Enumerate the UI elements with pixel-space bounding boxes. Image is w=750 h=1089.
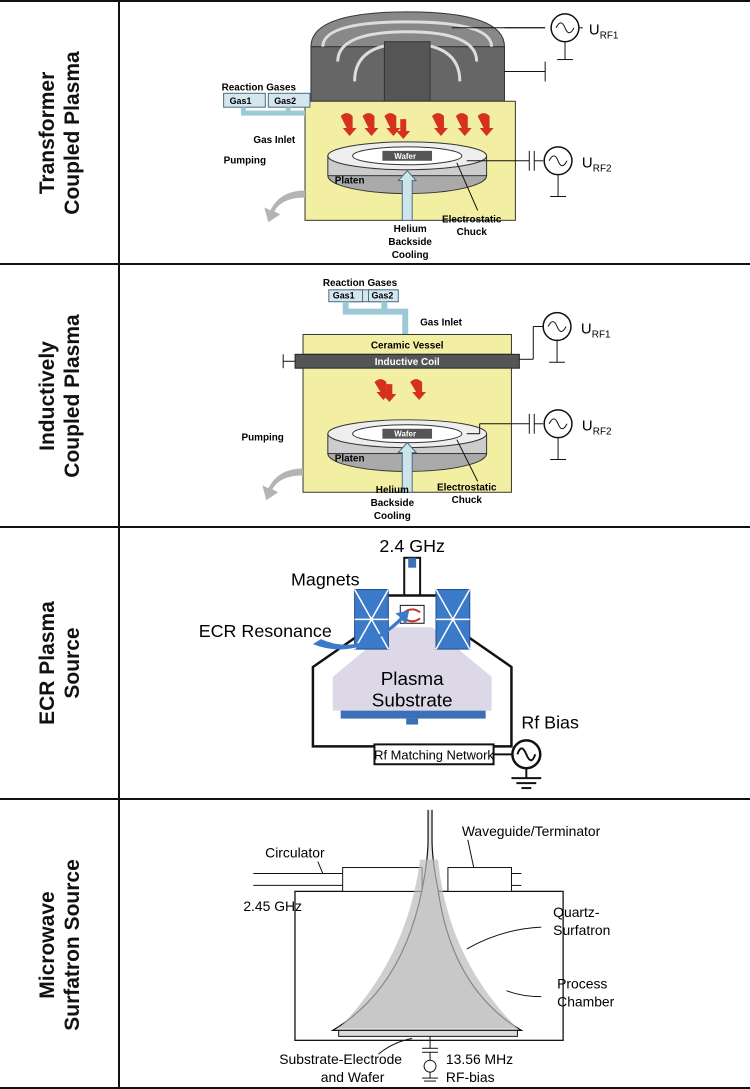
row-transformer-coupled-plasma: Transformer Coupled Plasma (0, 0, 750, 263)
urf1-label: U (581, 321, 592, 337)
ceramic-vessel-label: Ceramic Vessel (371, 340, 444, 351)
reaction-gases-label: Reaction Gases (222, 82, 297, 93)
ecr-diagram: 2.4 GHz Magnets ECR Resonance Plasma Sub… (122, 528, 750, 798)
rf-label-2: RF-bias (446, 1069, 495, 1085)
helium-label-1: Helium (376, 485, 409, 496)
helium-label-1: Helium (394, 224, 427, 235)
gas1-label: Gas1 (333, 291, 355, 301)
row-label-cell: Transformer Coupled Plasma (0, 2, 120, 263)
chuck-label-2: Chuck (452, 495, 483, 506)
urf1-sub: RF1 (600, 31, 619, 42)
urf1-sub: RF1 (592, 329, 611, 340)
surfatron-diagram: Circulator Waveguide/Terminator 2.45 GHz… (122, 800, 750, 1089)
quartz-label-1: Quartz- (553, 904, 600, 920)
icp-diagram-svg: Reaction Gases Gas1 Gas2 Gas Inlet Ceram… (122, 265, 750, 526)
quartz-label-2: Surfatron (553, 922, 610, 938)
urf2-label: U (582, 419, 593, 435)
gas1-label: Gas1 (230, 96, 252, 106)
wafer-label: Wafer (394, 430, 416, 439)
ecr-resonance-label: ECR Resonance (199, 621, 332, 641)
ecr-diagram-svg: 2.4 GHz Magnets ECR Resonance Plasma Sub… (122, 528, 750, 798)
row-label-line2: Coupled Plasma (60, 314, 85, 477)
magnets-label: Magnets (291, 570, 360, 590)
row-label-cell: Microwave Surfatron Source (0, 800, 120, 1089)
row-ecr-plasma-source: ECR Plasma Source (0, 526, 750, 798)
freq-label: 2.4 GHz (379, 536, 445, 556)
row-label-line2: Surfatron Source (60, 859, 85, 1031)
row-label-line2: Coupled Plasma (60, 51, 85, 214)
pumping-label: Pumping (241, 433, 283, 444)
gas-inlet-label: Gas Inlet (420, 318, 463, 329)
urf1-label: U (589, 23, 600, 39)
helium-label-2: Backside (371, 498, 415, 509)
rf-bias-label: Rf Bias (521, 713, 579, 733)
chuck-label-1: Electrostatic (437, 482, 497, 493)
urf2-sub: RF2 (593, 164, 612, 175)
inductive-coil-label: Inductive Coil (375, 357, 440, 368)
gas2-label: Gas2 (274, 96, 296, 106)
reaction-gases-label: Reaction Gases (323, 278, 398, 289)
urf2-sub: RF2 (593, 427, 612, 438)
helium-label-2: Backside (388, 237, 432, 248)
row-label: Transformer Coupled Plasma (35, 51, 85, 214)
row-label-line1: Microwave (35, 859, 60, 1031)
row-label-cell: ECR Plasma Source (0, 528, 120, 798)
substrate-label-1: Substrate-Electrode (279, 1051, 402, 1067)
tcp-diagram-svg: U RF1 U RF2 Reaction Gases Gas1 Gas2 Gas… (122, 2, 750, 263)
gas2-label: Gas2 (371, 291, 393, 301)
row-microwave-surfatron-source: Microwave Surfatron Source (0, 798, 750, 1089)
circulator-label: Circulator (265, 845, 325, 861)
wafer-label: Wafer (394, 152, 416, 161)
platen-label: Platen (335, 176, 365, 187)
row-label-line1: ECR Plasma (35, 601, 60, 725)
chuck-label-1: Electrostatic (442, 214, 502, 225)
substrate-label-2: and Wafer (321, 1069, 385, 1085)
platen-label: Platen (335, 453, 365, 464)
process-label-2: Chamber (557, 994, 615, 1010)
row-label-line2: Source (60, 601, 85, 725)
helium-label-3: Cooling (392, 250, 429, 261)
row-label: Microwave Surfatron Source (35, 859, 85, 1031)
rf-label-1: 13.56 MHz (446, 1051, 513, 1067)
plasma-label: Plasma (381, 668, 444, 689)
tcp-diagram: U RF1 U RF2 Reaction Gases Gas1 Gas2 Gas… (122, 2, 750, 263)
urf2-label: U (582, 156, 593, 172)
row-label: Inductively Coupled Plasma (35, 314, 85, 477)
process-label-1: Process (557, 976, 607, 992)
substrate-label: Substrate (372, 690, 453, 711)
helium-label-3: Cooling (374, 511, 411, 522)
freq-label: 2.45 GHz (243, 898, 302, 914)
row-label-line1: Transformer (35, 51, 60, 214)
row-label-line1: Inductively (35, 314, 60, 477)
row-label-cell: Inductively Coupled Plasma (0, 265, 120, 526)
gas-inlet-label: Gas Inlet (253, 135, 296, 146)
matching-network-label: Rf Matching Network (374, 747, 494, 762)
chuck-label-2: Chuck (457, 227, 488, 238)
waveguide-label: Waveguide/Terminator (462, 823, 601, 839)
icp-diagram: Reaction Gases Gas1 Gas2 Gas Inlet Ceram… (122, 265, 750, 526)
pumping-label: Pumping (224, 156, 266, 167)
row-label: ECR Plasma Source (35, 601, 85, 725)
row-inductively-coupled-plasma: Inductively Coupled Plasma (0, 263, 750, 526)
surfatron-diagram-svg: Circulator Waveguide/Terminator 2.45 GHz… (122, 800, 750, 1089)
